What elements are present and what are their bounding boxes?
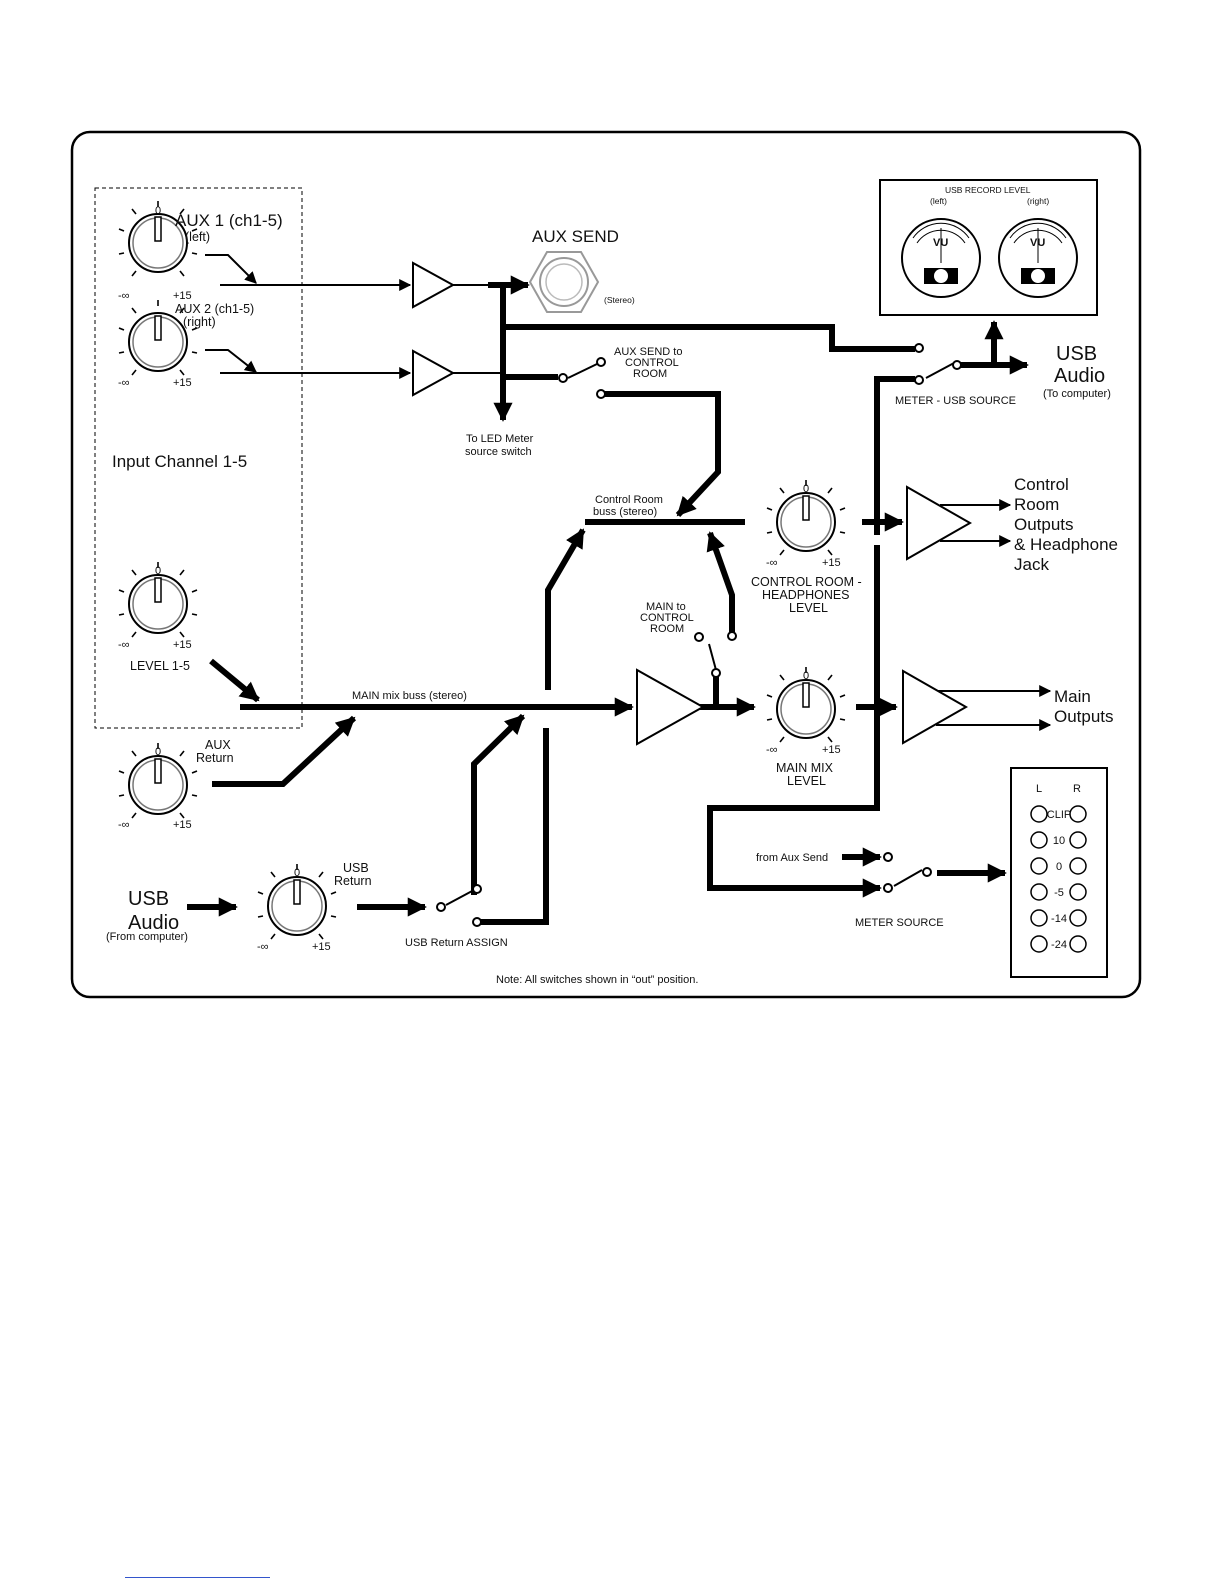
led-indicator — [1030, 831, 1048, 849]
svg-text:0: 0 — [155, 746, 161, 758]
knob-scale-labels: 0 -∞ +15 -∞ +15 0 -∞ +15 0 -∞ +15 0 -∞ +… — [118, 205, 841, 953]
amplifiers — [412, 261, 973, 746]
led-indicator — [1069, 883, 1087, 901]
svg-text:0: 0 — [155, 565, 161, 577]
led-indicator — [1069, 805, 1087, 823]
usb-return-assign-label: USB Return ASSIGN — [405, 937, 508, 949]
main-buss-label: MAIN mix buss (stereo) — [352, 690, 467, 702]
svg-text:L: L — [1036, 783, 1042, 795]
svg-text:+15: +15 — [822, 744, 841, 756]
svg-text:+15: +15 — [822, 557, 841, 569]
led-indicator — [1030, 883, 1048, 901]
svg-text:-∞: -∞ — [257, 941, 269, 953]
svg-text:-∞: -∞ — [118, 290, 130, 302]
stereo-label: (Stereo) — [604, 295, 635, 305]
meter-usb-source-label: METER - USB SOURCE — [895, 395, 1016, 407]
led-row-label: CLIP — [1047, 809, 1071, 821]
svg-text:-∞: -∞ — [766, 744, 778, 756]
led-indicator — [1030, 935, 1048, 953]
svg-text:USB RECORD LEVEL: USB RECORD LEVEL — [945, 185, 1031, 195]
svg-text:0: 0 — [294, 867, 300, 879]
aux-send-jack — [528, 251, 600, 313]
footer-rule — [125, 1577, 270, 1578]
from-aux-send-label: from Aux Send — [756, 852, 828, 864]
svg-text:-∞: -∞ — [118, 639, 130, 651]
svg-text:(left): (left) — [930, 196, 947, 206]
svg-text:-∞: -∞ — [118, 819, 130, 831]
svg-text:+15: +15 — [173, 639, 192, 651]
svg-text:+15: +15 — [173, 290, 192, 302]
svg-text:0: 0 — [803, 670, 809, 682]
svg-text:-∞: -∞ — [766, 557, 778, 569]
signal-lines — [187, 254, 1052, 925]
led-indicator — [1069, 935, 1087, 953]
switch-nodes — [436, 343, 962, 927]
input-channel-label: Input Channel 1-5 — [112, 452, 247, 471]
svg-text:0: 0 — [155, 205, 161, 217]
svg-text:0: 0 — [803, 483, 809, 495]
input-channel-region — [94, 187, 303, 729]
led-indicator — [1069, 831, 1087, 849]
led-row-label: -5 — [1054, 887, 1064, 899]
note-label: Note: All switches shown in “out” positi… — [496, 974, 698, 986]
labels: AUX 1 (ch1-5)(left) AUX 2 (ch1-5)(right)… — [106, 211, 1118, 986]
svg-text:VU: VU — [1030, 237, 1045, 249]
diagram-frame — [70, 130, 1142, 999]
led-indicator — [1030, 805, 1048, 823]
led-row-label: 10 — [1053, 835, 1065, 847]
usb-record-level-meters: USB RECORD LEVEL (left) (right) VU VU — [879, 179, 1098, 316]
svg-text:+15: +15 — [173, 819, 192, 831]
meter-source-label: METER SOURCE — [855, 917, 944, 929]
led-row-label: -14 — [1051, 913, 1067, 925]
led-row-label: 0 — [1056, 861, 1062, 873]
svg-text:R: R — [1073, 783, 1081, 795]
svg-text:VU: VU — [933, 237, 948, 249]
svg-text:(right): (right) — [1027, 196, 1049, 206]
led-row-label: -24 — [1051, 939, 1067, 951]
level-label: LEVEL 1-5 — [130, 659, 190, 673]
led-indicator — [1030, 909, 1048, 927]
led-indicator — [1030, 857, 1048, 875]
aux1-label: AUX 1 (ch1-5)(left) — [175, 211, 283, 244]
aux2-label: AUX 2 (ch1-5)(right) — [175, 302, 254, 329]
led-meter: L R CLIP 10 0 -5 -14 -24 — [1010, 767, 1108, 978]
svg-text:+15: +15 — [312, 941, 331, 953]
led-indicator — [1069, 857, 1087, 875]
usb-out-sub-label: (To computer) — [1043, 388, 1111, 400]
aux-send-label: AUX SEND — [532, 227, 619, 246]
svg-text:+15: +15 — [173, 377, 192, 389]
usb-in-sub-label: (From computer) — [106, 931, 188, 943]
led-indicator — [1069, 909, 1087, 927]
svg-text:-∞: -∞ — [118, 377, 130, 389]
